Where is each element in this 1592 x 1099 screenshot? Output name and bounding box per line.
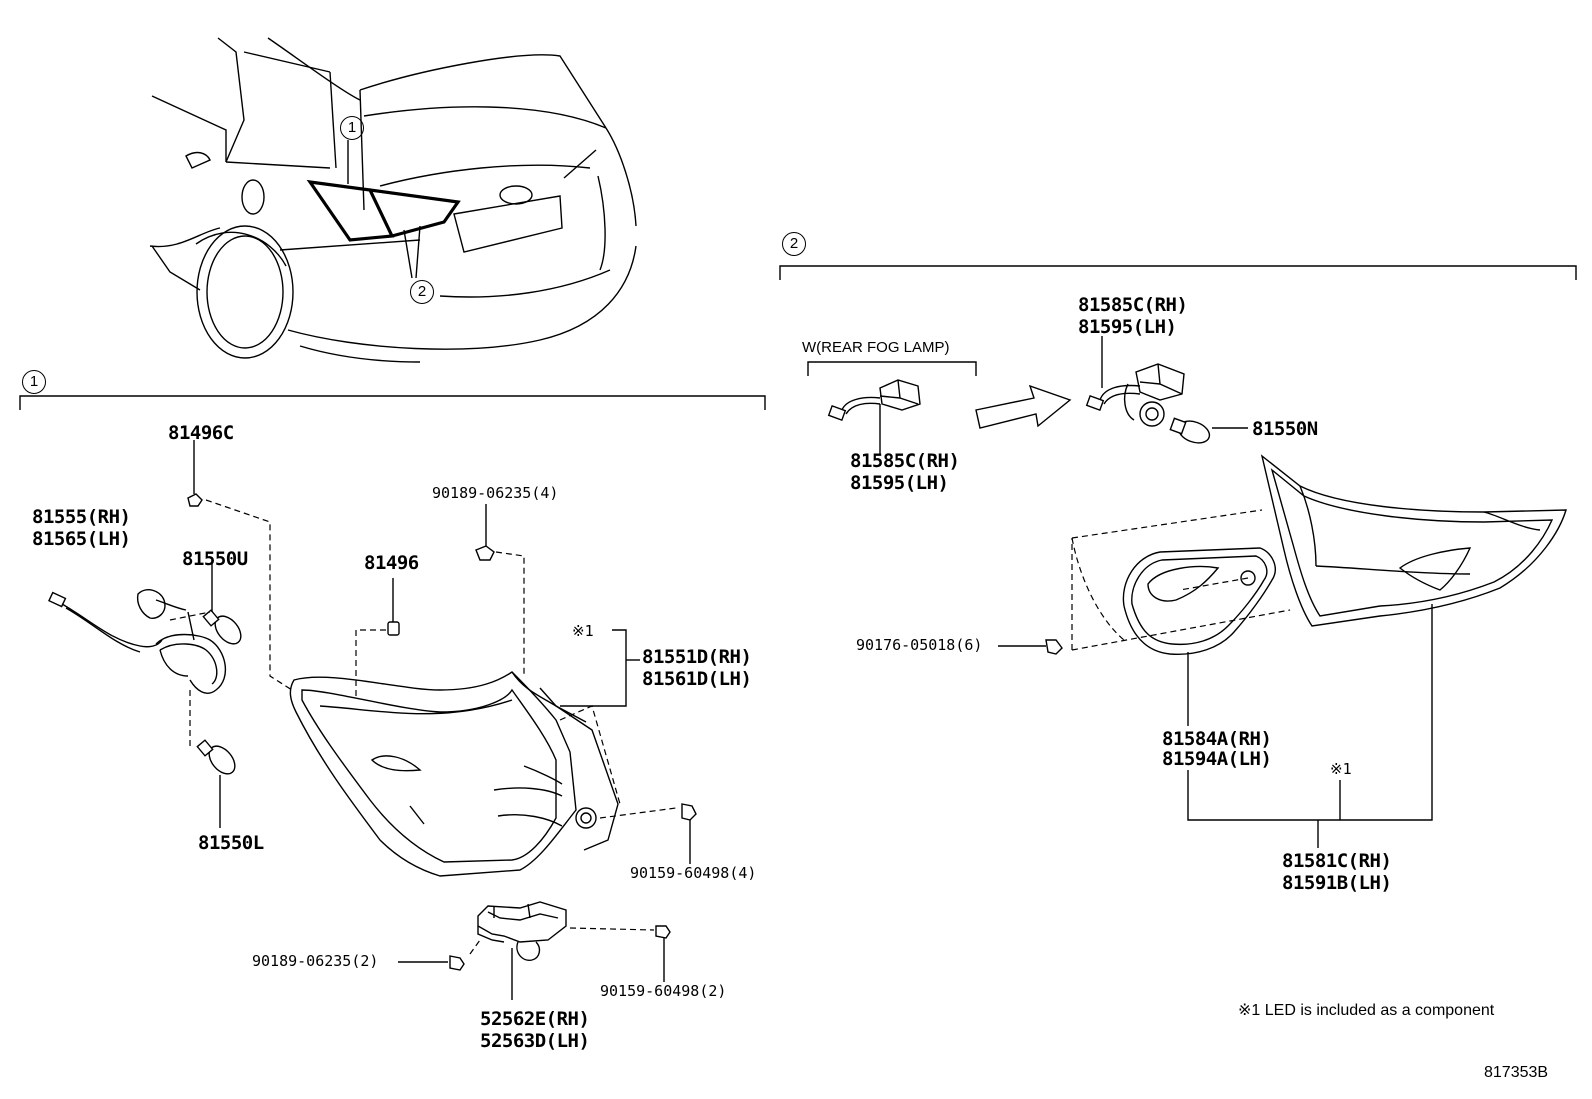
callout-2-car: 2 [410, 280, 434, 304]
section-2-bracket [779, 265, 1577, 280]
car-illustration [149, 37, 637, 363]
label-81550u: 81550U [182, 548, 248, 570]
arrow-icon [975, 384, 1072, 429]
nut-90176 [998, 639, 1063, 655]
callout-1-section: 1 [22, 370, 46, 394]
label-81550l: 81550L [198, 832, 264, 854]
label-81550n: 81550N [1252, 418, 1318, 440]
label-81595-fog: 81595(LH) [850, 472, 949, 494]
callout-2-section: 2 [782, 232, 806, 256]
label-90176: 90176-05018(6) [856, 636, 983, 654]
label-90189-4: 90189-06235(4) [432, 484, 559, 502]
bulb-81550n [1169, 417, 1248, 444]
label-81591b: 81591B(LH) [1282, 872, 1392, 894]
label-81585c-top: 81585C(RH) [1078, 294, 1188, 316]
fog-socket-small [827, 379, 921, 454]
label-52563d: 52563D(LH) [480, 1030, 590, 1052]
label-81551d: 81551D(RH) [642, 646, 752, 668]
label-90159-2: 90159-60498(2) [600, 982, 727, 1000]
inner-lamp-lens-81581c [1260, 454, 1567, 627]
label-81581c: 81581C(RH) [1282, 850, 1392, 872]
nut-90189-2 [398, 955, 465, 971]
callout-1-car: 1 [340, 116, 364, 140]
label-81496: 81496 [364, 552, 419, 574]
socket-wire-assembly [48, 589, 227, 694]
label-81585c-fog: 81585C(RH) [850, 450, 960, 472]
leader-81581c [1187, 604, 1433, 821]
screw-90159-4 [599, 803, 697, 864]
label-81555: 81555(RH) [32, 506, 131, 528]
led-mark-right: ※1 [1330, 760, 1352, 778]
label-81584a: 81584A(RH) [1162, 728, 1272, 750]
diagram-id: 817353B [1484, 1064, 1549, 1081]
label-52562e: 52562E(RH) [480, 1008, 590, 1030]
label-81595-top: 81595(LH) [1078, 316, 1177, 338]
label-81496c: 81496C [168, 422, 234, 444]
bracket-52562e [477, 901, 567, 1000]
variant-bracket [807, 361, 977, 376]
inner-lamp-housing [1122, 547, 1276, 655]
label-81565: 81565(LH) [32, 528, 131, 550]
clip-81496c [187, 440, 203, 507]
footnote-led: ※1 LED is included as a component [1238, 1002, 1495, 1019]
grommet-81496 [387, 578, 400, 636]
label-81561d: 81561D(LH) [642, 668, 752, 690]
section-1-bracket [19, 395, 766, 410]
label-90159-4: 90159-60498(4) [630, 864, 757, 882]
led-mark-left: ※1 [572, 622, 594, 640]
screw-90159-2 [655, 925, 671, 982]
tail-lamp-81551d [289, 671, 619, 877]
fog-socket-large [1085, 336, 1185, 427]
variant-title: W(REAR FOG LAMP) [802, 339, 950, 356]
label-81594a: 81594A(LH) [1162, 748, 1272, 770]
nut-90189-4 [475, 504, 495, 561]
bulb-81550u [202, 609, 242, 645]
bulb-81550l [196, 739, 236, 775]
leader-81551d [560, 629, 627, 707]
label-90189-2: 90189-06235(2) [252, 952, 379, 970]
